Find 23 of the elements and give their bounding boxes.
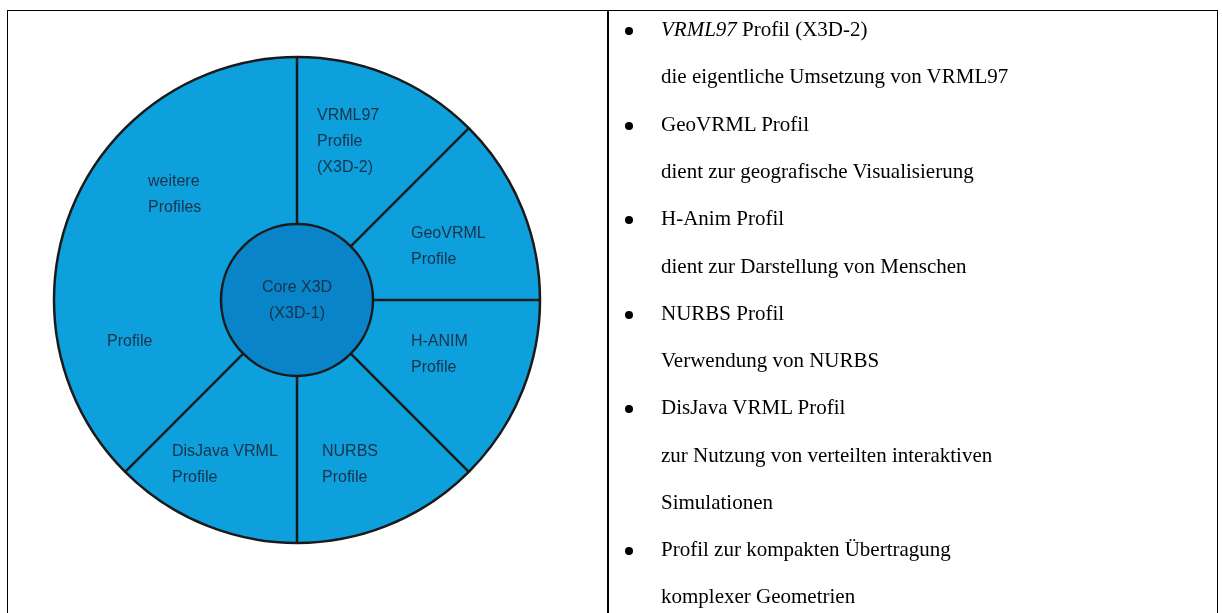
profile-description: zur Nutzung von verteilten interaktiven Simulationen <box>661 441 994 516</box>
segment-label: NURBS Profile <box>322 441 379 487</box>
profile-description: H-Anim Profil <box>661 205 786 233</box>
segment-label: GeoVRML Profile <box>411 223 487 269</box>
profile-description: NURBS Profil <box>661 299 786 327</box>
profile-segment <box>125 353 297 543</box>
segment-label: Profile <box>107 331 154 351</box>
profile-segment <box>297 353 469 543</box>
segment-label: VRML97 Profile (X3D-2) <box>317 105 381 177</box>
core-circle <box>221 224 373 376</box>
profile-description: Verwendung von NURBS <box>661 347 881 375</box>
segment-label: DisJava VRML Profile <box>172 441 279 487</box>
segment-label: Core X3D (X3D-1) <box>260 277 334 323</box>
profile-description: DisJava VRML Profil <box>661 394 847 422</box>
profile-segment <box>54 57 297 300</box>
profile-description: die eigentliche Umsetzung von VRML97 <box>661 63 1010 91</box>
profile-description: Profil zur kompakten Übertragung komplexer Geometrien <box>661 536 952 611</box>
profile-description: VRML97 Profil (X3D-2) <box>661 16 869 43</box>
profile-description: GeoVRML Profil <box>661 110 810 138</box>
segment-label: H-ANIM Profile <box>411 331 469 377</box>
profile-description: dient zur Darstellung von Menschen <box>661 252 968 280</box>
profile-description: dient zur geografische Visualisierung <box>661 157 975 185</box>
segment-label: weitere Profiles <box>148 171 203 217</box>
